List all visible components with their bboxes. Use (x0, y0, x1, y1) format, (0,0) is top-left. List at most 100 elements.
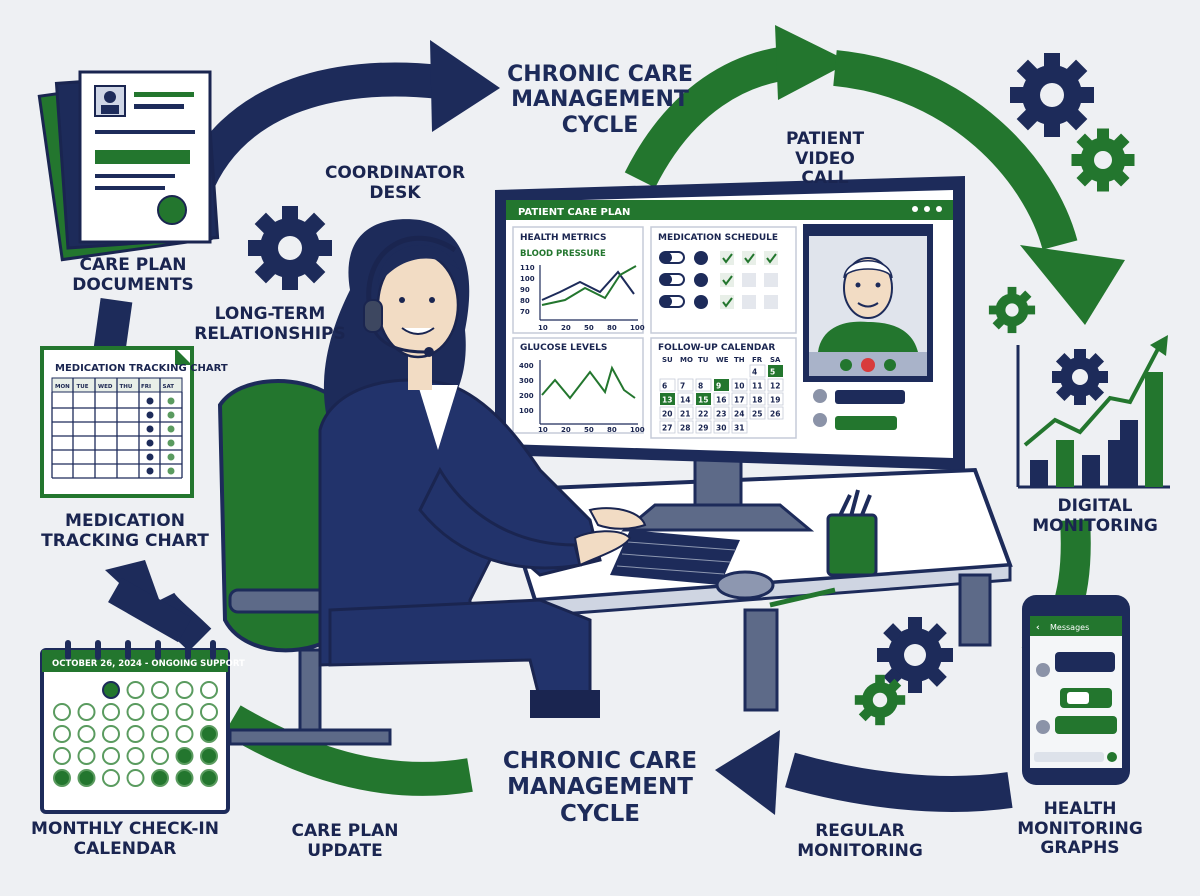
calendar-cell (713, 406, 730, 420)
calendar-cell (677, 378, 694, 392)
calendar-highlight (660, 393, 675, 405)
calendar-header: OCTOBER 26, 2024 - ONGOING SUPPORT (52, 659, 245, 669)
calendar-dot (53, 769, 71, 787)
calendar-day-header: MO (680, 356, 693, 364)
mouse (715, 570, 775, 600)
calendar-dot (175, 703, 194, 721)
connector-bar (93, 298, 133, 352)
med-chart-day: FRI (141, 384, 151, 390)
regular-monitoring-label: REGULAR MONITORING (797, 821, 923, 861)
calendar-cell (677, 406, 694, 420)
calendar-cell (731, 420, 748, 434)
calendar-cell (659, 378, 676, 392)
calendar-dot (102, 725, 120, 743)
med-chart-day: MON (55, 384, 70, 390)
calendar-day-header: TH (734, 356, 745, 364)
calendar-date: 11 (752, 382, 762, 391)
gear-icon (988, 286, 1036, 334)
calendar-date: 12 (770, 382, 780, 391)
calendar-date: 27 (662, 424, 672, 433)
bp-y-tick: 100 (520, 275, 535, 283)
calendar-cell (767, 406, 784, 420)
calendar-date: 16 (716, 396, 726, 405)
pen (769, 587, 836, 608)
digital-monitoring-label: DIGITAL MONITORING (1032, 496, 1158, 536)
gear-icon (1071, 128, 1135, 192)
patient-video-call-label: PATIENT VIDEO CALL (785, 129, 865, 189)
calendar-date: 28 (680, 424, 690, 433)
calendar-dot (200, 703, 218, 721)
calendar-dot (53, 703, 71, 721)
gear-icon (248, 206, 332, 290)
calendar-dot (102, 747, 120, 765)
calendar-date: 14 (680, 396, 690, 405)
calendar-dot (151, 703, 169, 721)
calendar-highlight (768, 365, 783, 377)
tablet-icon (694, 273, 708, 287)
calendar-dot (126, 681, 145, 699)
glucose-x-tick: 100 (630, 426, 645, 434)
cycle-arrow-left (105, 560, 212, 652)
calendar-date: 15 (698, 396, 708, 405)
med-chart-day: TUE (77, 384, 89, 390)
check-box (720, 273, 734, 287)
checkmark-icon (722, 253, 733, 264)
check-box (742, 295, 756, 309)
checkmark-icon (744, 253, 755, 264)
calendar-date: 24 (734, 410, 744, 419)
calendar-cell (713, 392, 730, 406)
calendar-dot (77, 703, 96, 721)
phone-header: Messages (1050, 623, 1089, 632)
calendar-dot (175, 681, 194, 699)
med-chart-day: SAT (163, 384, 175, 390)
calendar-date: 18 (752, 396, 762, 405)
glucose-y-tick: 200 (519, 392, 534, 400)
gear-icon (877, 617, 953, 693)
coordinator-desk-label: COORDINATOR DESK (324, 163, 466, 203)
bp-x-tick: 10 (538, 324, 548, 332)
medication-tracking-chart (40, 346, 194, 498)
title-top: CHRONIC CARE MANAGEMENT CYCLE (507, 62, 693, 138)
calendar-dot (53, 725, 71, 743)
calendar-date: 7 (680, 382, 685, 391)
pill-half (660, 296, 672, 307)
monitor-header: PATIENT CARE PLAN (518, 207, 630, 218)
calendar-cell (659, 406, 676, 420)
bp-y-tick: 90 (520, 286, 530, 294)
calendar-date: 10 (734, 382, 744, 391)
title-bottom: CHRONIC CARE MANAGEMENT CYCLE (502, 748, 698, 827)
calendar-cell (731, 378, 748, 392)
calendar-dot (77, 747, 96, 765)
calendar-dot (175, 725, 194, 743)
medication-schedule-title: MEDICATION SCHEDULE (658, 233, 778, 243)
checkmark-icon (722, 297, 733, 308)
calendar-cell (749, 378, 766, 392)
calendar-dot (102, 769, 120, 787)
calendar-dot (126, 725, 145, 743)
calendar-cell (713, 420, 730, 434)
bp-x-tick: 50 (584, 324, 594, 332)
digital-monitoring-chart (1016, 335, 1170, 489)
med-chart-title: MEDICATION TRACKING CHART (55, 363, 228, 374)
calendar-dot (102, 681, 120, 699)
calendar-dot (102, 703, 120, 721)
calendar-dot (151, 681, 169, 699)
monthly-checkin-calendar (40, 640, 230, 814)
long-term-relationships-label: LONG-TERM RELATIONSHIPS (194, 304, 346, 344)
calendar-cell (695, 406, 712, 420)
calendar-dot (200, 681, 218, 699)
calendar-date: 23 (716, 410, 726, 419)
check-box (764, 295, 778, 309)
back-chevron-icon[interactable]: ‹ (1036, 623, 1040, 633)
gear-icon (854, 674, 906, 726)
glucose-title: GLUCOSE LEVELS (520, 343, 607, 353)
calendar-dot (175, 747, 194, 765)
calendar-day-header: WE (716, 356, 729, 364)
check-box (720, 295, 734, 309)
calendar-dot (151, 725, 169, 743)
bp-x-tick: 100 (630, 324, 645, 332)
pill-half (660, 252, 672, 263)
calendar-dot (126, 747, 145, 765)
